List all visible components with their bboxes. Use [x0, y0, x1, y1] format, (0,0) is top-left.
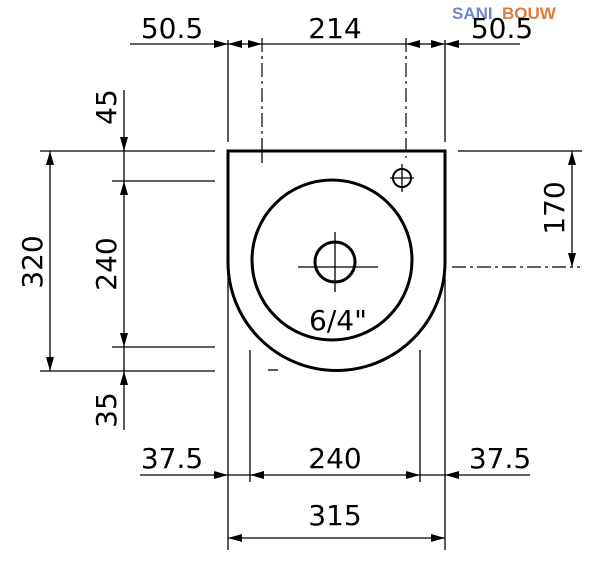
dim-left-middle: 240	[90, 237, 123, 290]
dim-left-top: 45	[90, 89, 123, 125]
right-dimension: 170	[458, 150, 582, 267]
sink-bowl	[250, 178, 414, 342]
dim-left-overall: 320	[16, 235, 49, 288]
top-dimension: 50.5 214 50.5	[130, 12, 533, 142]
dim-bottom-overall: 315	[308, 499, 361, 532]
dim-top-right: 50.5	[471, 12, 533, 45]
dim-bottom-middle: 240	[308, 442, 361, 475]
sani-bouw-logo: SANI BOUW	[452, 4, 557, 23]
bottom-dimensions: 37.5 240 37.5 315	[140, 262, 531, 550]
dim-bottom-left: 37.5	[141, 442, 203, 475]
sink-outline	[226, 149, 447, 372]
dim-bottom-right: 37.5	[469, 442, 531, 475]
dim-right-height: 170	[538, 181, 571, 234]
left-dimensions: 45 240 320 35	[16, 89, 215, 430]
dim-top-middle: 214	[308, 12, 361, 45]
dim-left-bottom: 35	[90, 392, 123, 428]
dim-top-left: 50.5	[141, 12, 203, 45]
drain-size-label: 6/4"	[309, 304, 367, 337]
logo-text-right: BOUW	[502, 4, 557, 23]
logo-text-left: SANI	[452, 4, 493, 23]
